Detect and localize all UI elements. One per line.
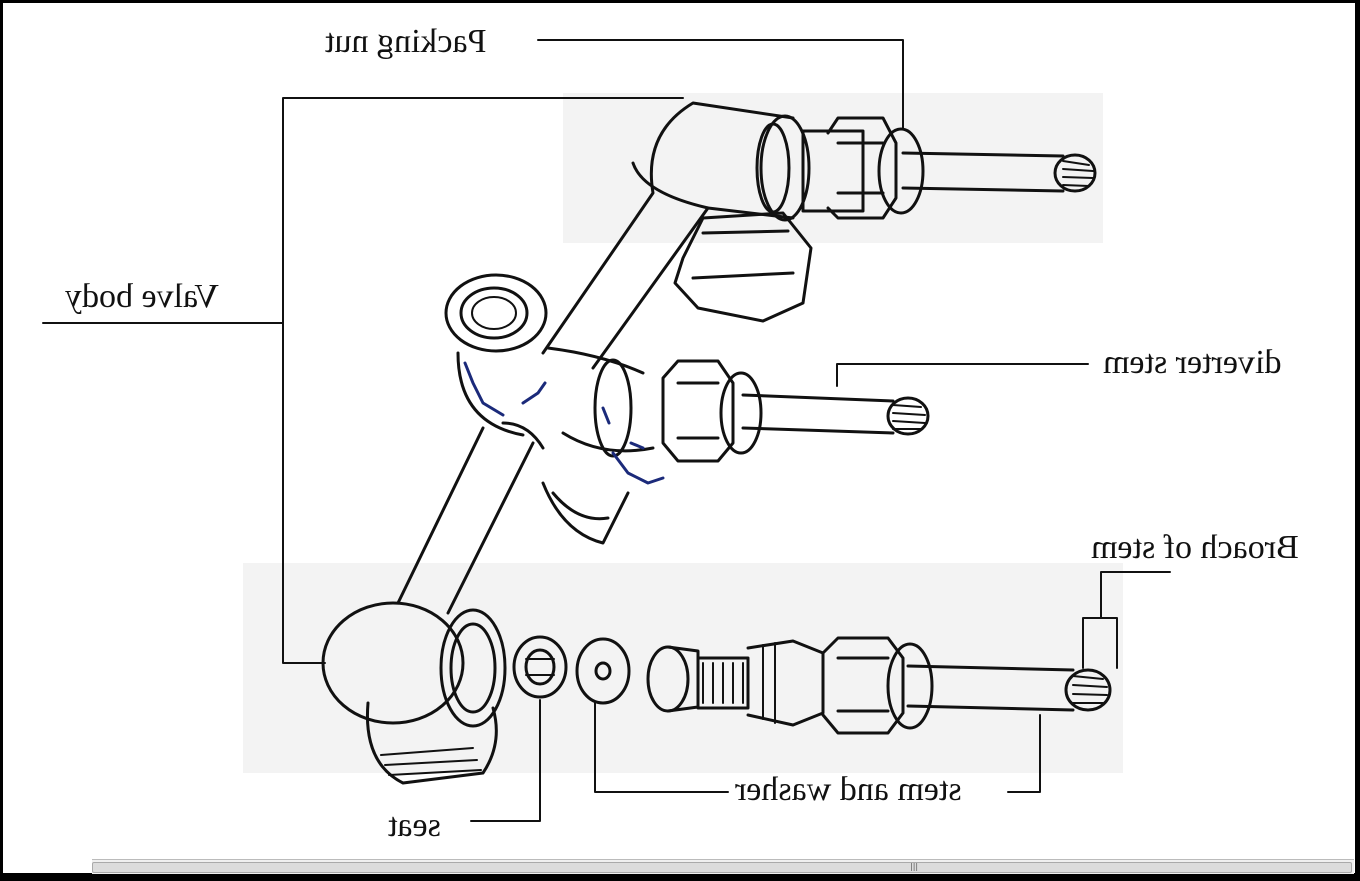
label-stem-and-washer: stem and washer	[735, 771, 962, 808]
horizontal-scrollbar[interactable]: |||	[92, 859, 1354, 874]
label-diverter-stem: diverter stem	[1103, 344, 1282, 381]
leader-stem-and-washer	[594, 702, 1041, 793]
washer-part	[575, 637, 631, 705]
scan-background	[243, 93, 1123, 773]
lower-stem-assembly	[646, 636, 1112, 735]
leader-seat	[470, 699, 541, 822]
scrollbar-grip-icon: |||	[910, 862, 919, 871]
valve-body	[321, 101, 813, 785]
diverter-stem-assembly	[661, 359, 930, 463]
scrollbar-thumb[interactable]	[92, 862, 1352, 873]
leader-diverter-stem	[836, 363, 1089, 387]
label-packing-nut: Packing nut	[325, 23, 487, 60]
label-seat: seat	[388, 807, 441, 844]
upper-stem-assembly	[801, 116, 1097, 220]
blue-markings	[463, 361, 665, 485]
label-valve-body: Valve body	[65, 278, 219, 315]
valve-exploded-diagram	[42, 39, 1171, 822]
seat-part	[512, 635, 568, 699]
leader-broach-of-stem	[1082, 571, 1171, 669]
leader-valve-body	[42, 97, 684, 664]
leader-lines	[42, 39, 1171, 822]
label-broach-of-stem: Broach of stem	[1091, 529, 1299, 566]
leader-packing-nut	[537, 39, 904, 129]
diagram-frame: Packing nut Valve body diverter stem Bro…	[3, 3, 1355, 873]
